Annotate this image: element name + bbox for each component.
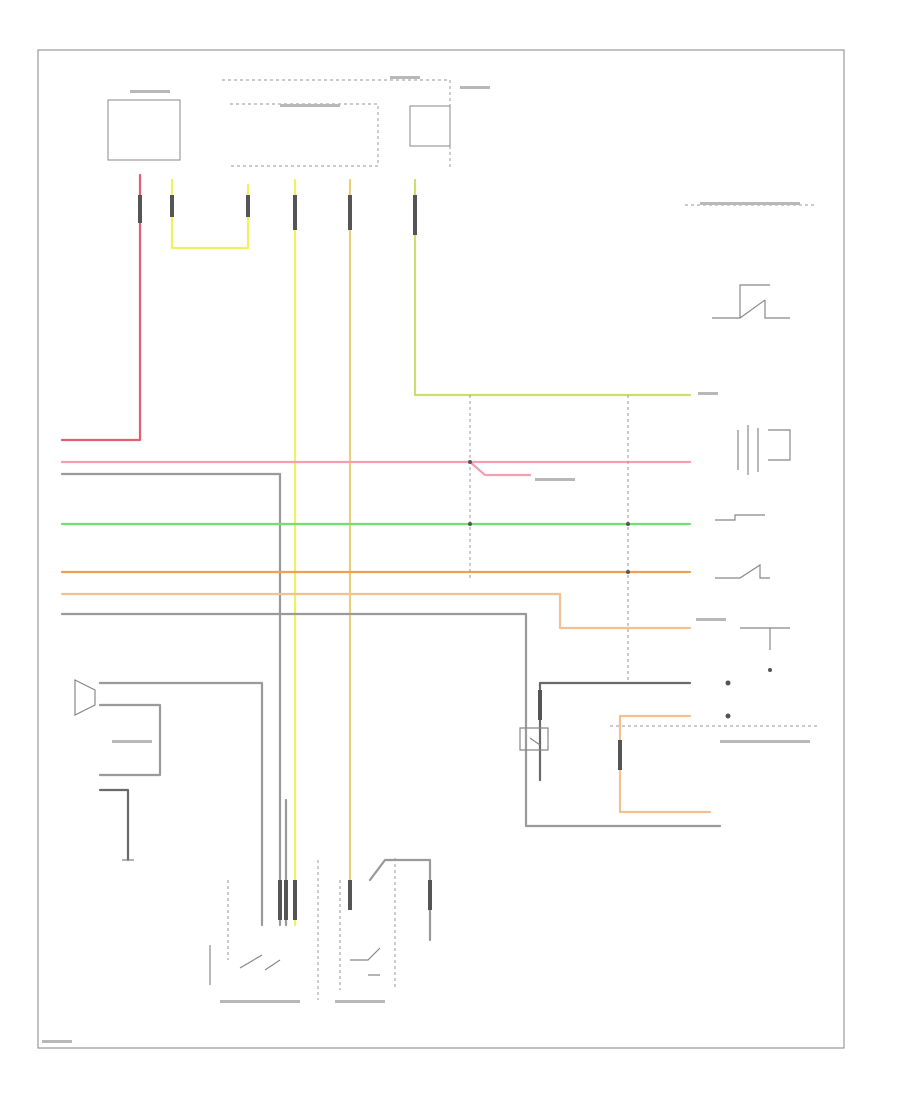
junction-dot <box>725 680 731 686</box>
label-mark <box>220 1000 300 1003</box>
connector-block-right <box>409 105 451 147</box>
connector-bottom-e <box>428 880 432 910</box>
top-modules <box>107 79 451 170</box>
connector-block-left <box>107 99 181 161</box>
connector-bottom-b <box>284 880 288 920</box>
sensor-right <box>740 627 790 650</box>
wire-gray-left-lower <box>98 681 264 927</box>
wire-red-left <box>60 173 142 442</box>
bottom-module-outline-b <box>339 858 396 990</box>
label-mark <box>130 90 170 93</box>
connector-bottom-a <box>278 880 282 920</box>
junction-dot <box>468 460 472 464</box>
junction-dot <box>768 668 772 672</box>
wires <box>60 173 722 942</box>
wire-gray-left-loop <box>98 703 162 777</box>
label-mark <box>698 392 718 395</box>
bottom-switch-a <box>209 945 281 985</box>
connector-red <box>138 195 142 223</box>
connector-yellow-green <box>413 195 417 235</box>
label-mark <box>390 76 420 79</box>
connector-yellow-a <box>170 195 174 217</box>
illegible-label-marks <box>42 76 810 1043</box>
module-box-top-outer <box>222 79 451 170</box>
connector-tan <box>348 195 352 230</box>
wire-gray-lower <box>60 612 722 828</box>
junction-dot <box>626 570 630 574</box>
wire-gray-thin-a <box>60 472 282 927</box>
connector-center-vertical <box>538 690 542 720</box>
label-mark <box>42 1040 72 1043</box>
wire-gray-ground-left <box>98 788 130 862</box>
switch-top-right <box>712 284 790 319</box>
junction-dot <box>626 522 630 526</box>
connector-bottom-d <box>348 880 352 910</box>
connector-yellow-c <box>293 195 297 230</box>
bottom-switch-b <box>350 947 381 976</box>
junction-dots <box>468 460 772 719</box>
label-mark <box>700 202 800 205</box>
wire-light-orange <box>60 592 692 630</box>
wire-orange-lower <box>618 714 712 814</box>
junction-dot <box>725 713 731 719</box>
label-mark <box>696 618 726 621</box>
connector-right-vertical <box>618 740 622 770</box>
wire-pink-branch <box>468 460 532 477</box>
wire-yellow-loop <box>170 178 250 250</box>
relay-module-center <box>519 727 549 751</box>
label-mark <box>720 740 810 743</box>
label-mark <box>335 1000 385 1003</box>
wire-gray-right-bottom <box>368 858 432 942</box>
connector-bottom-c <box>293 880 297 920</box>
junction-dot <box>468 522 472 526</box>
connectors <box>138 195 622 920</box>
module-box-top-inner <box>230 103 379 167</box>
connector-yellow-b <box>246 195 250 217</box>
wire-dark-ground <box>538 681 692 782</box>
diagram-frame <box>37 49 845 1049</box>
label-mark <box>535 478 575 481</box>
splice-lines <box>227 204 820 1000</box>
label-mark <box>280 104 340 107</box>
right-components <box>74 284 791 985</box>
speaker-left <box>74 679 96 716</box>
wire-yellow-green-top <box>413 178 692 397</box>
label-mark <box>460 86 490 89</box>
switch-mid-right <box>715 514 770 579</box>
relay-coil-right <box>737 425 791 475</box>
label-mark <box>112 740 152 743</box>
bottom-module-outline-a <box>227 860 319 1000</box>
